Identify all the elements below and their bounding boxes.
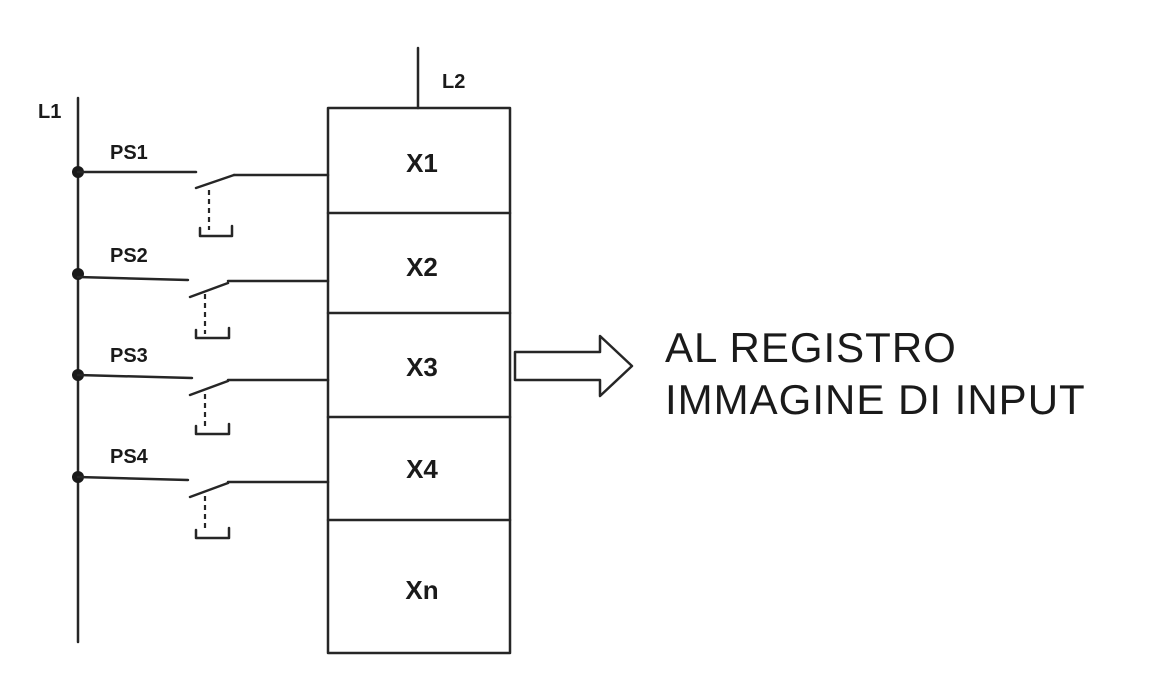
pushbutton-icon: [194, 526, 231, 540]
switch-label: PS2: [110, 245, 148, 267]
switch-ps4: PS4: [72, 446, 330, 540]
cell-xn: Xn: [405, 575, 438, 605]
pushbutton-icon: [194, 422, 231, 436]
switch-ps1: PS1: [72, 142, 330, 238]
lead-wire: [76, 373, 194, 380]
pushbutton-icon: [194, 326, 231, 340]
pushbutton-icon: [198, 224, 234, 238]
switch-blade: [188, 281, 230, 299]
cell-x2: X2: [406, 252, 438, 282]
switch-blade: [194, 173, 236, 190]
switch-label: PS3: [110, 345, 148, 367]
switch-label: PS1: [110, 142, 148, 164]
lead-wire: [76, 275, 190, 282]
l1-label: L1: [38, 101, 61, 123]
output-line-2: IMMAGINE DI INPUT: [665, 376, 1086, 423]
switch-blade: [188, 379, 230, 397]
switch-ps2: PS2: [72, 245, 330, 340]
output-line-1: AL REGISTRO: [665, 324, 957, 371]
cell-x4: X4: [406, 454, 438, 484]
switch-blade: [188, 481, 230, 499]
cell-x1: X1: [406, 148, 438, 178]
lead-wire: [76, 475, 190, 482]
switch-label: PS4: [110, 446, 149, 468]
switch-ps3: PS3: [72, 345, 330, 436]
arrow-right-icon: [513, 334, 634, 398]
cell-x3: X3: [406, 352, 438, 382]
l2-label: L2: [442, 71, 465, 93]
